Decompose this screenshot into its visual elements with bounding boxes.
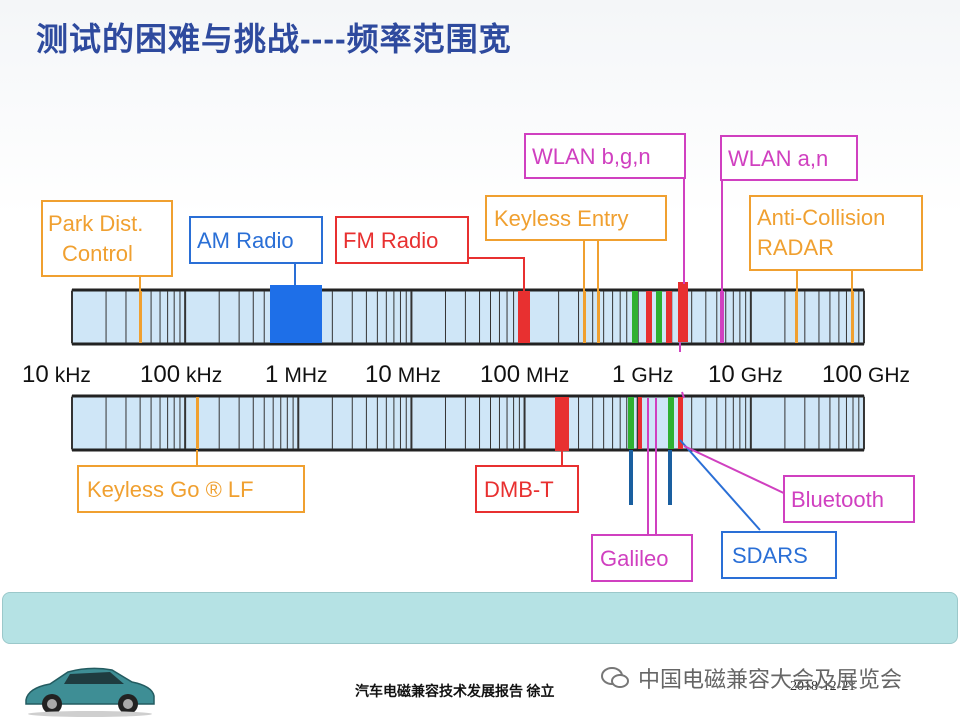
wlan-bgn-marker: [678, 282, 688, 342]
svg-text:DMB-T: DMB-T: [484, 477, 554, 502]
svg-text:Galileo: Galileo: [600, 546, 668, 571]
park-dist-marker: [139, 291, 142, 343]
sdars-marker: [668, 397, 674, 449]
svg-text:Keyless Go ® LF: Keyless Go ® LF: [87, 477, 254, 502]
callout-keyless-go-lf: Keyless Go ® LF: [77, 465, 305, 513]
galileo-marker-red: [638, 397, 642, 449]
gnss-marker-red-2: [666, 291, 672, 343]
keyless-entry-marker-1: [583, 291, 586, 343]
callout-bluetooth: Bluetooth: [783, 475, 915, 523]
callout-park-dist-control: Park Dist. Control: [41, 200, 173, 277]
connector-lines: [139, 176, 853, 538]
notes-bar: [2, 592, 958, 644]
lower-band-ticks: [71, 397, 865, 449]
svg-text:AM Radio: AM Radio: [197, 228, 294, 253]
park-line-1: Park Dist.: [48, 211, 143, 236]
svg-text:FM Radio: FM Radio: [343, 228, 438, 253]
car-icon: [25, 667, 155, 717]
radar-marker-1: [795, 291, 798, 343]
lower-frequency-band: [71, 394, 865, 452]
callout-dmb-t: DMB-T: [475, 465, 579, 513]
callout-sdars: SDARS: [721, 531, 837, 579]
callout-wlan-an: WLAN a,n: [720, 135, 858, 181]
slide-title: 测试的困难与挑战----频率范围宽: [36, 21, 512, 57]
footer-report-title: 汽车电磁兼容技术发展报告 徐立: [355, 685, 555, 700]
fm-radio-band-marker: [518, 291, 530, 343]
svg-text:RADAR: RADAR: [757, 235, 834, 260]
dmb-t-marker: [555, 397, 569, 451]
svg-text:Bluetooth: Bluetooth: [791, 487, 884, 512]
svg-text:SDARS: SDARS: [732, 543, 808, 568]
footer-date: 2018-12-21: [790, 679, 856, 694]
keyless-entry-marker-2: [597, 291, 600, 343]
svg-text:Keyless Entry: Keyless Entry: [494, 206, 629, 231]
watermark-text: 中国电磁兼容大会及展览会: [638, 667, 903, 692]
svg-text:Anti-Collision: Anti-Collision: [757, 205, 885, 230]
svg-text:WLAN b,g,n: WLAN b,g,n: [532, 144, 651, 169]
callout-wlan-bgn: WLAN b,g,n: [524, 133, 686, 179]
callout-anti-collision-radar: Anti-Collision RADAR: [749, 195, 923, 271]
svg-text:WLAN a,n: WLAN a,n: [728, 146, 828, 171]
park-line-2: Control: [62, 241, 133, 266]
callout-keyless-entry: Keyless Entry: [485, 195, 667, 241]
gnss-marker-green-2: [656, 291, 662, 343]
radar-marker-2: [851, 291, 854, 343]
galileo-marker-green: [628, 397, 634, 449]
gnss-marker-red-1: [646, 291, 652, 343]
watermark: 中国电磁兼容大会及展览会: [600, 662, 902, 694]
am-radio-band-marker: [270, 285, 322, 343]
callout-fm-radio: FM Radio: [335, 216, 469, 264]
wlan-an-marker: [720, 291, 724, 343]
gnss-marker-green-1: [632, 291, 638, 343]
wechat-icon: [601, 667, 629, 688]
callout-am-radio: AM Radio: [189, 216, 323, 264]
bluetooth-marker: [678, 397, 683, 449]
keyless-go-marker: [196, 397, 199, 449]
upper-frequency-band: [71, 288, 865, 346]
callout-galileo: Galileo: [591, 534, 693, 582]
